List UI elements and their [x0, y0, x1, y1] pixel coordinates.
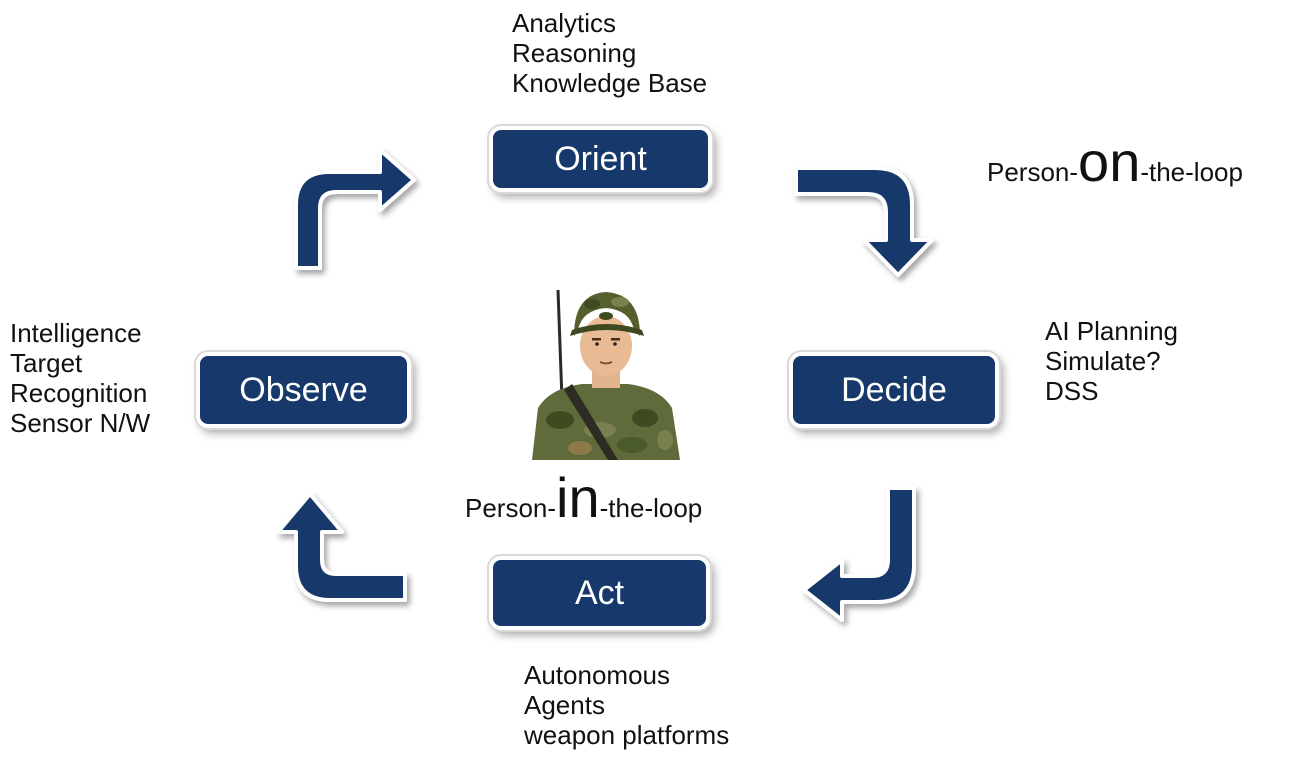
soldier-icon: [532, 289, 680, 460]
observe-notes: Intelligence Target Recognition Sensor N…: [10, 318, 150, 438]
act-notes: Autonomous Agents weapon platforms: [524, 660, 729, 750]
observe-note: Intelligence: [10, 318, 142, 348]
arrow-observe-to-orient: [294, 148, 416, 270]
orient-note: Analytics: [512, 8, 617, 38]
person-on-the-loop: Person- on -the-loop: [987, 130, 1243, 193]
stage-observe-label: Observe: [239, 370, 368, 409]
person-in-prefix: Person-: [465, 493, 557, 523]
person-in-suffix: -the-loop: [599, 493, 703, 523]
arrow-orient-to-decide: [794, 166, 934, 277]
stage-observe: Observe: [196, 352, 411, 428]
person-on-suffix: -the-loop: [1140, 157, 1243, 187]
act-note: weapon platforms: [524, 720, 730, 750]
person-in-the-loop: Person- in -the-loop: [465, 466, 703, 529]
stage-act: Act: [489, 556, 710, 630]
decide-note: Simulate?: [1045, 346, 1161, 376]
orient-note: Knowledge Base: [512, 68, 708, 98]
act-note: Autonomous: [524, 660, 670, 690]
person-in-emphasis: in: [556, 466, 600, 529]
person-on-emphasis: on: [1078, 130, 1141, 193]
person-on-prefix: Person-: [987, 157, 1079, 187]
arrow-act-to-observe: [276, 492, 407, 602]
orient-notes: Analytics Reasoning Knowledge Base: [512, 8, 707, 98]
stage-act-label: Act: [574, 573, 625, 612]
observe-note: Target: [10, 348, 83, 378]
observe-note: Recognition: [10, 378, 148, 408]
stage-decide-label: Decide: [841, 370, 947, 409]
decide-note: DSS: [1045, 376, 1099, 406]
observe-note: Sensor N/W: [10, 408, 151, 438]
act-note: Agents: [524, 690, 605, 720]
orient-note: Reasoning: [512, 38, 637, 68]
decide-note: AI Planning: [1045, 316, 1178, 346]
stage-decide: Decide: [789, 352, 999, 428]
decide-notes: AI Planning Simulate? DSS: [1045, 316, 1178, 406]
arrow-decide-to-act: [802, 486, 916, 622]
stage-orient: Orient: [489, 126, 712, 192]
stage-orient-label: Orient: [554, 139, 647, 178]
